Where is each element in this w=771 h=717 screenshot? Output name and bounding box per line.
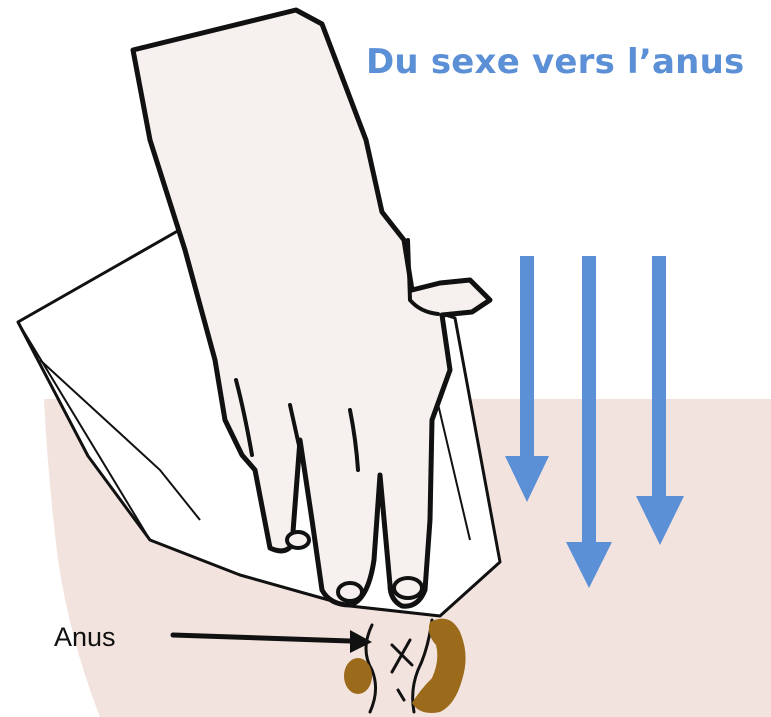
instruction-title: Du sexe vers l’anus [366,42,744,82]
anus-label: Anus [54,622,116,653]
